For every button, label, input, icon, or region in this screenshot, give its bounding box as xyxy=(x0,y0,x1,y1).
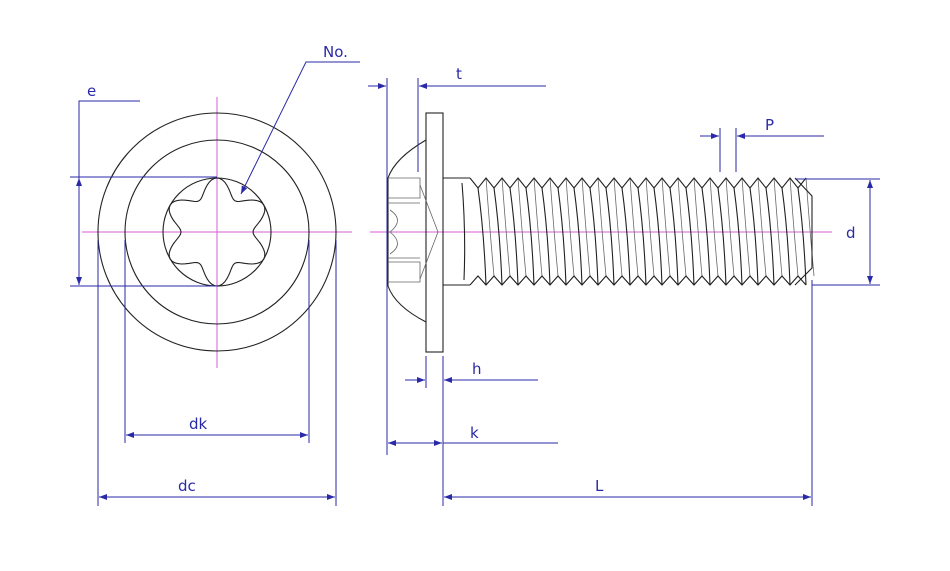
thread-crest xyxy=(669,187,679,286)
thread-root xyxy=(533,177,543,277)
labels: No. e t P d h k dk dc L xyxy=(87,43,856,495)
thread-root xyxy=(581,177,591,277)
thread-crest xyxy=(797,187,807,286)
label-e: e xyxy=(87,82,96,100)
label-l: L xyxy=(595,477,604,495)
thread-root xyxy=(501,177,511,277)
thread-root xyxy=(789,177,799,277)
thread-crest xyxy=(701,187,711,286)
thread xyxy=(469,177,815,286)
thread-root xyxy=(613,177,623,277)
thread-crest xyxy=(477,187,487,286)
thread-crest xyxy=(557,187,567,286)
label-t: t xyxy=(456,65,462,83)
thread-crest xyxy=(765,187,775,286)
thread-crest xyxy=(653,187,663,286)
thread-crest xyxy=(733,187,743,286)
label-k: k xyxy=(470,424,479,442)
thread-crest xyxy=(525,187,535,286)
thread-crest xyxy=(685,187,695,286)
label-dc: dc xyxy=(178,477,196,495)
thread-crest xyxy=(637,187,647,286)
thread-crest xyxy=(749,187,759,286)
flange-circle xyxy=(97,112,337,352)
thread-crest xyxy=(493,187,503,286)
thread-crest xyxy=(589,187,599,286)
thread-crest xyxy=(621,187,631,286)
head-circle xyxy=(124,139,310,325)
thread-profile xyxy=(469,177,807,189)
thread-profile xyxy=(469,275,807,286)
label-h: h xyxy=(472,360,482,378)
thread-crest xyxy=(509,187,519,286)
thread-root xyxy=(741,177,751,277)
thread-root xyxy=(517,177,527,277)
thread-root xyxy=(485,177,495,277)
side-view xyxy=(387,112,815,353)
thread-crest xyxy=(605,187,615,286)
label-no: No. xyxy=(323,43,348,61)
thread-root xyxy=(757,177,767,277)
thread-root xyxy=(709,177,719,277)
dimensions xyxy=(70,61,880,506)
thread-root xyxy=(661,177,671,277)
thread-root xyxy=(565,177,575,277)
thread-root xyxy=(725,177,735,277)
thread-crest xyxy=(541,187,551,286)
thread-root xyxy=(597,177,607,277)
thread-root xyxy=(629,177,639,277)
thread-crest xyxy=(573,187,583,286)
thread-root xyxy=(677,177,687,277)
label-p: P xyxy=(765,116,774,134)
thread-crest xyxy=(717,187,727,286)
thread-crest xyxy=(781,187,791,286)
thread-root xyxy=(773,177,783,277)
thread-root xyxy=(645,177,655,277)
label-dk: dk xyxy=(189,415,208,433)
label-d: d xyxy=(846,224,856,242)
thread-root xyxy=(549,177,559,277)
thread-root xyxy=(805,177,815,277)
thread-root xyxy=(693,177,703,277)
front-view xyxy=(97,112,337,352)
